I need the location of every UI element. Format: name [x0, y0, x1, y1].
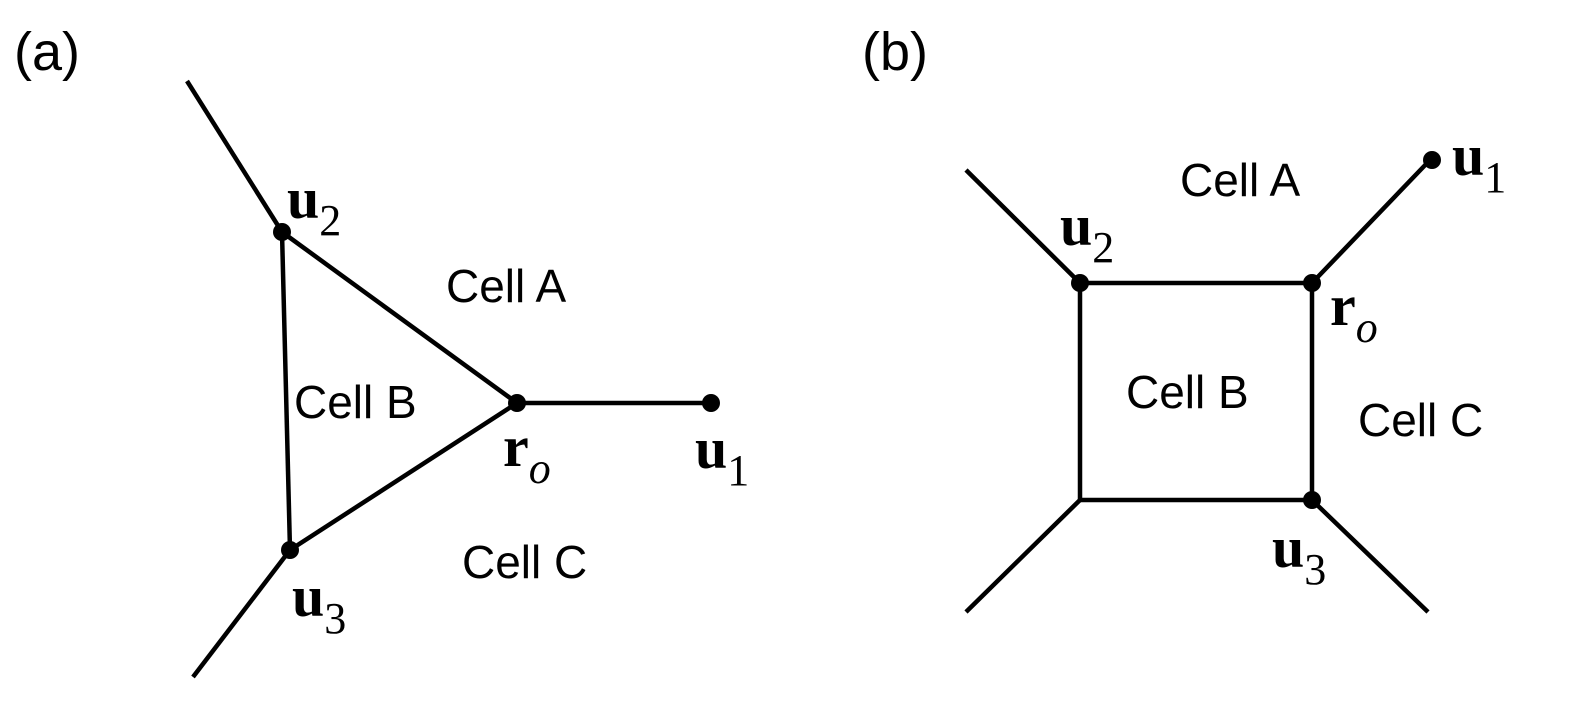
ro-label: ro	[503, 414, 551, 493]
edge-ro-u1	[1310, 158, 1432, 285]
cell-b-label: Cell B	[294, 376, 417, 428]
edge-u3-lower-ray	[191, 548, 292, 679]
node-u1	[702, 394, 720, 412]
panel-b: (b) Cell A Cell B Cell C u2 ro u3 u1	[862, 22, 1506, 614]
cell-a-label: Cell A	[1180, 154, 1300, 206]
cell-c-label: Cell C	[462, 536, 587, 588]
edge-u3-ro	[288, 401, 519, 552]
u2-label: u2	[1060, 193, 1114, 272]
node-u2	[273, 223, 291, 241]
u3-label: u3	[292, 564, 346, 643]
u3-label: u3	[1272, 515, 1326, 594]
ro-label: ro	[1330, 273, 1378, 352]
panel-b-label: (b)	[862, 22, 928, 82]
node-u3	[1303, 491, 1321, 509]
node-u3	[281, 541, 299, 559]
edge-lower-left-ray	[964, 498, 1082, 614]
cell-c-label: Cell C	[1358, 394, 1483, 446]
u1-label: u1	[1452, 123, 1506, 202]
node-u1	[1423, 151, 1441, 169]
edge-u2-ro	[280, 230, 519, 405]
u2-label: u2	[287, 166, 341, 245]
panel-a-label: (a)	[14, 22, 80, 82]
u1-label: u1	[695, 416, 749, 495]
panel-a: (a) Cell A Cell B Cell C u2 u3 ro u1	[14, 22, 749, 679]
node-ro	[508, 394, 526, 412]
edge-u2-upper-ray	[185, 79, 284, 234]
edge-u2-upper-ray	[964, 168, 1082, 285]
edge-u2-u3	[279, 231, 293, 551]
edge-u3-lower-ray	[1310, 498, 1430, 614]
cell-b-label: Cell B	[1126, 366, 1249, 418]
cell-a-label: Cell A	[446, 260, 566, 312]
node-ro	[1303, 274, 1321, 292]
node-u2	[1071, 274, 1089, 292]
